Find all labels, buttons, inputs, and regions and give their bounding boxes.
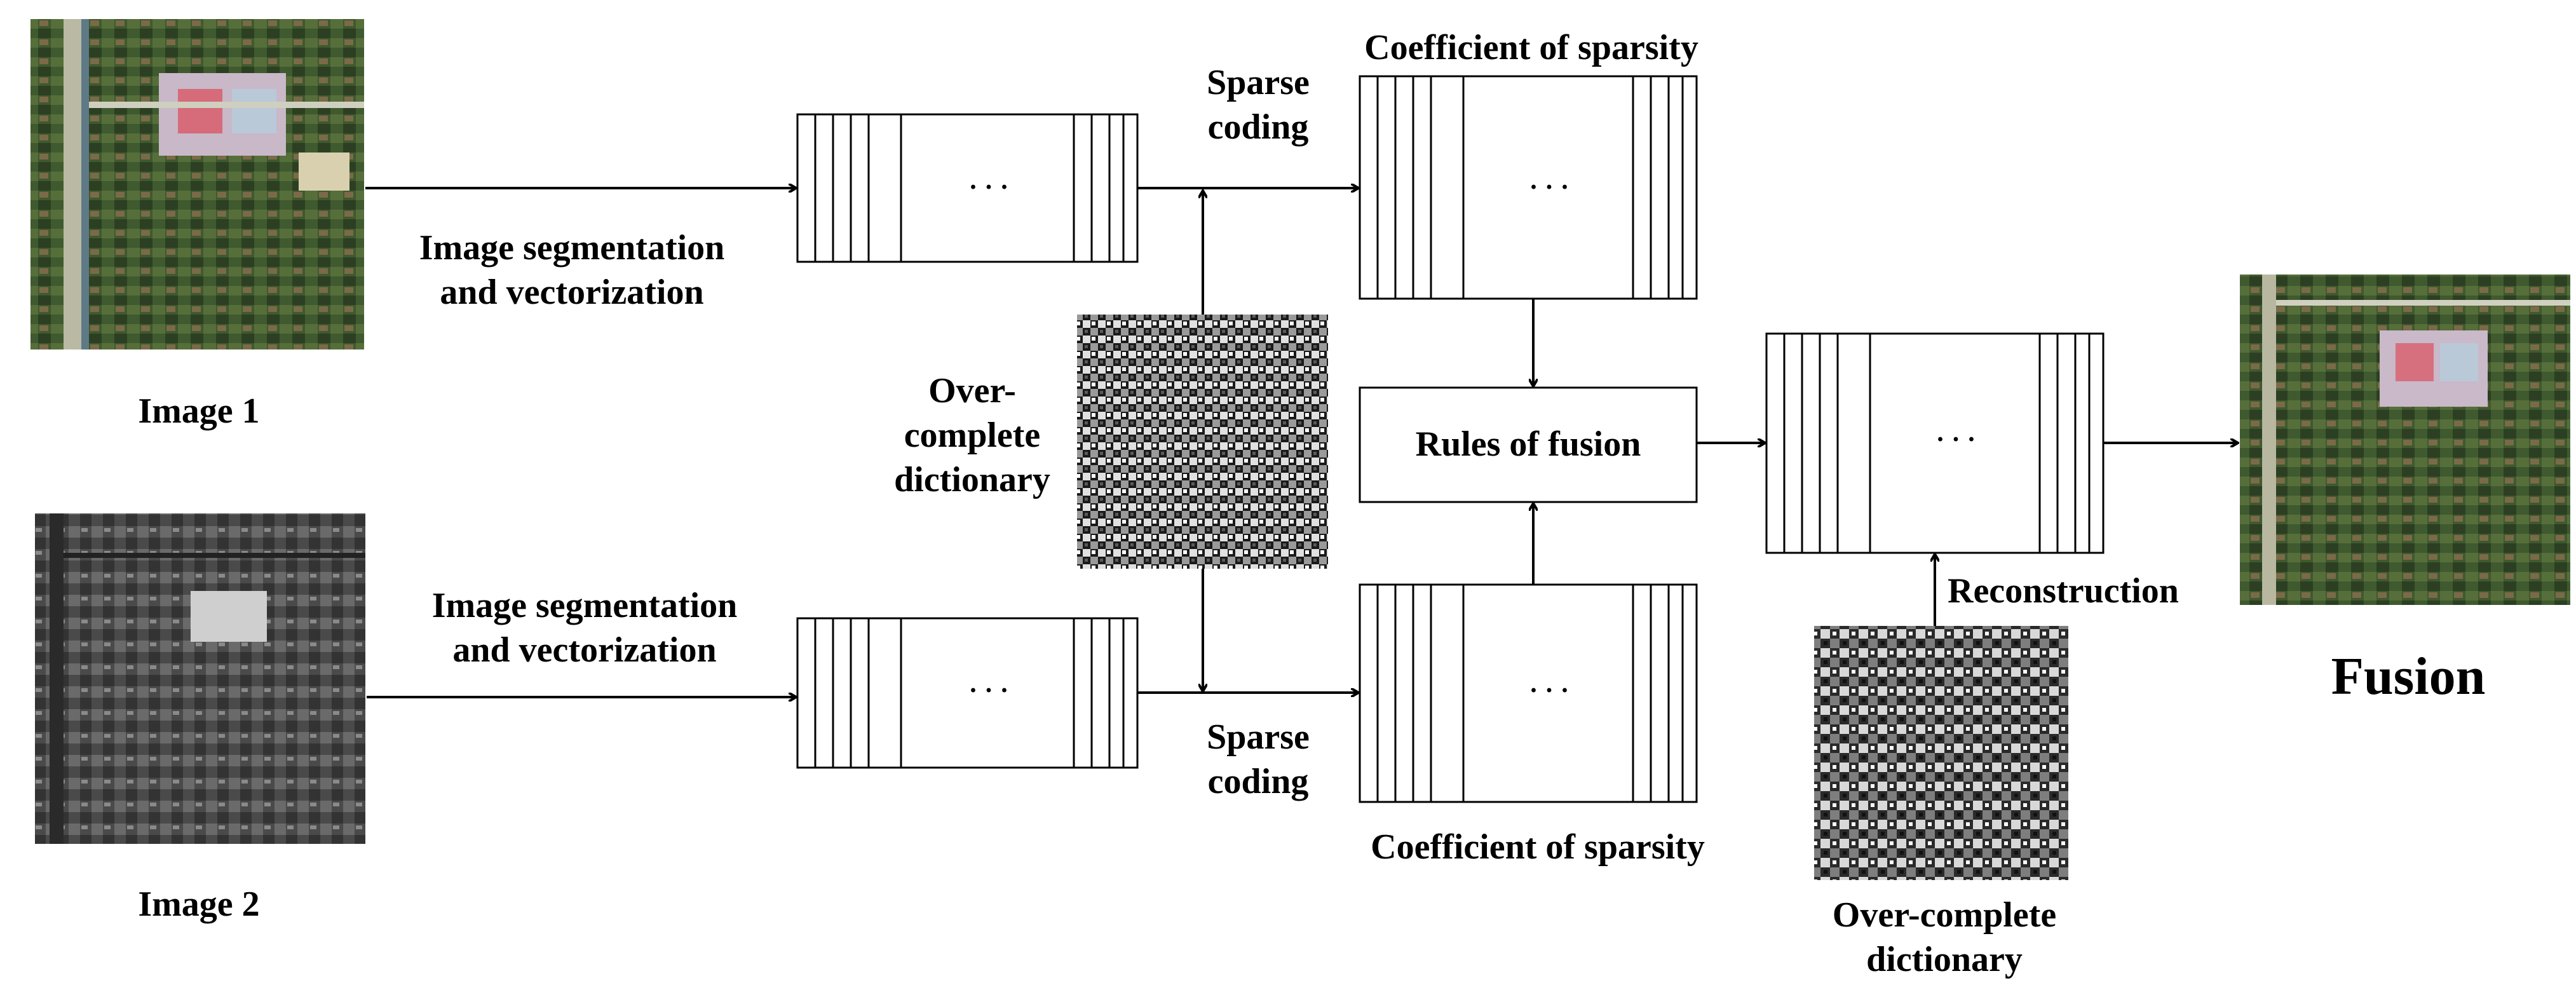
segmentation-bottom-line2: and vectorization <box>452 630 717 670</box>
ellipsis-vector-top: · · · <box>968 173 1008 202</box>
sparse-coding-bottom: Sparse coding <box>1182 715 1334 804</box>
vector-block-bottom <box>796 617 1139 769</box>
fusion-image <box>2240 275 2570 605</box>
dictionary-label-bottom: Over-complete dictionary <box>1766 893 2122 982</box>
reconstruction-label: Reconstruction <box>1948 571 2179 611</box>
image-2-label: Image 2 <box>138 885 260 924</box>
coefficient-block-top <box>1359 75 1698 300</box>
dictionary-label-mid: Over- complete dictionary <box>864 369 1080 502</box>
dictionary-mid-line2: complete <box>904 416 1041 455</box>
fused-vector-block <box>1765 332 2105 554</box>
vector-block-top <box>796 113 1139 263</box>
coefficient-block-bottom <box>1359 583 1698 803</box>
dictionary-mid-image <box>1077 315 1328 569</box>
ellipsis-vector-bottom: · · · <box>968 676 1008 705</box>
fusion-label: Fusion <box>2331 647 2486 706</box>
image-2 <box>35 513 365 844</box>
dictionary-mid-line3: dictionary <box>894 460 1050 499</box>
coefficient-label-bottom: Coefficient of sparsity <box>1371 827 1705 867</box>
dictionary-bottom-line1: Over-complete <box>1832 895 2057 935</box>
dictionary-mid-line1: Over- <box>928 371 1016 410</box>
dictionary-bottom-line2: dictionary <box>1866 940 2023 979</box>
ellipsis-coef-top: · · · <box>1529 173 1569 202</box>
coefficient-label-top: Coefficient of sparsity <box>1364 28 1698 67</box>
sparse-coding-bottom-line1: Sparse <box>1207 717 1310 757</box>
sparse-coding-bottom-line2: coding <box>1207 762 1309 801</box>
segmentation-label-bottom: Image segmentation and vectorization <box>381 583 788 672</box>
segmentation-top-line1: Image segmentation <box>419 228 725 268</box>
sparse-coding-top-line1: Sparse <box>1207 63 1310 102</box>
rules-of-fusion-label: Rules of fusion <box>1415 424 1641 464</box>
image-1 <box>31 19 364 349</box>
sparse-coding-top: Sparse coding <box>1182 60 1334 149</box>
segmentation-bottom-line1: Image segmentation <box>431 586 738 625</box>
rules-of-fusion-box <box>1359 386 1698 503</box>
sparse-coding-top-line2: coding <box>1207 107 1309 147</box>
ellipsis-coef-bottom: · · · <box>1529 676 1569 705</box>
dictionary-bottom-image <box>1814 626 2068 880</box>
image-1-label: Image 1 <box>138 391 260 431</box>
segmentation-top-line2: and vectorization <box>440 273 704 312</box>
segmentation-label-top: Image segmentation and vectorization <box>369 226 775 315</box>
ellipsis-fused: · · · <box>1935 425 1976 454</box>
